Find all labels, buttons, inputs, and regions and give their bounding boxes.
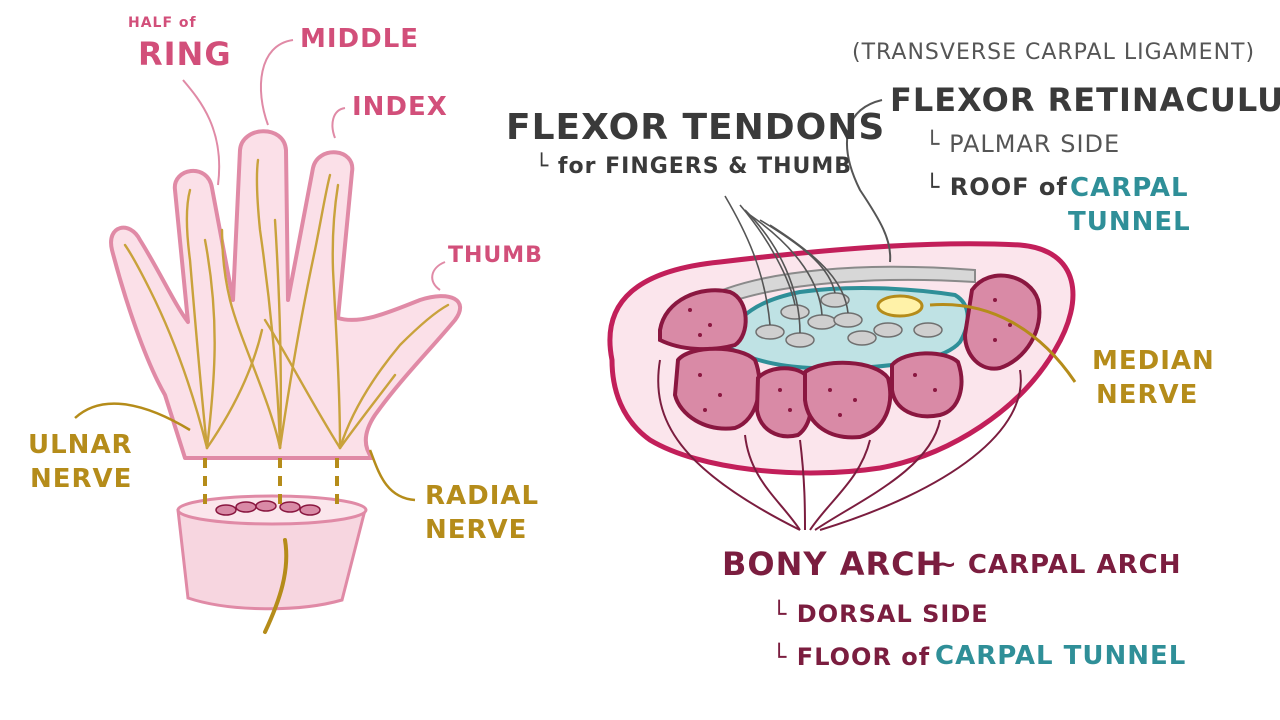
label-median-nerve: NERVE xyxy=(1096,380,1199,410)
label-radial-nerve: NERVE xyxy=(425,515,528,545)
nerve-leader-lines xyxy=(74,402,416,502)
median-nerve-wrist xyxy=(263,538,289,634)
retinaculum-leader-line xyxy=(846,99,892,263)
label-floor-carpal-tunnel: CARPAL TUNNEL xyxy=(935,641,1187,671)
label-half-of: HALF of xyxy=(128,15,197,31)
hand-nerves xyxy=(123,158,450,450)
label-ring: RING xyxy=(138,35,232,73)
label-median: MEDIAN xyxy=(1092,346,1215,376)
label-roof-tunnel: TUNNEL xyxy=(1068,207,1191,237)
label-transverse-carpal-ligament: (TRANSVERSE CARPAL LIGAMENT) xyxy=(852,40,1256,65)
label-flexor-retinaculum: FLEXOR RETINACULUM xyxy=(890,81,1280,119)
label-floor-of: └ FLOOR of xyxy=(772,643,931,671)
label-flexor-tendons: FLEXOR TENDONS xyxy=(506,107,886,148)
carpal-tunnel-cross-section xyxy=(607,99,1077,531)
label-ulnar-nerve: NERVE xyxy=(30,464,133,494)
hand-outline xyxy=(109,129,463,460)
label-roof-carpal: CARPAL xyxy=(1070,173,1189,203)
label-ulnar: ULNAR xyxy=(28,430,133,460)
label-bony-arch: BONY ARCH xyxy=(722,545,944,583)
label-dorsal-side: └ DORSAL SIDE xyxy=(772,600,989,628)
carpal-bones xyxy=(658,273,1042,440)
label-for-fingers-thumb: └ for FINGERS & THUMB xyxy=(535,154,853,179)
nerve-dashed-connectors xyxy=(203,458,339,508)
finger-leader-lines xyxy=(182,39,446,291)
bony-arch-leader-lines xyxy=(657,359,1022,531)
bone-dots xyxy=(688,298,1012,417)
flexor-retinaculum-band xyxy=(698,265,976,312)
label-palmar-side: └ PALMAR SIDE xyxy=(925,130,1121,158)
tendon-leader-lines xyxy=(724,195,849,334)
median-nerve-leader xyxy=(929,302,1077,383)
label-middle: MIDDLE xyxy=(300,24,420,54)
wrist-mini-bones xyxy=(215,500,321,516)
median-nerve-oval xyxy=(876,294,924,318)
label-carpal-arch: ~ CARPAL ARCH xyxy=(935,550,1182,580)
flexor-tendons-ovals xyxy=(755,292,943,348)
label-thumb: THUMB xyxy=(448,243,543,268)
label-radial: RADIAL xyxy=(425,481,540,511)
label-index: INDEX xyxy=(352,92,448,122)
hand-illustration xyxy=(74,39,463,634)
label-roof-of: └ ROOF of xyxy=(925,173,1068,201)
